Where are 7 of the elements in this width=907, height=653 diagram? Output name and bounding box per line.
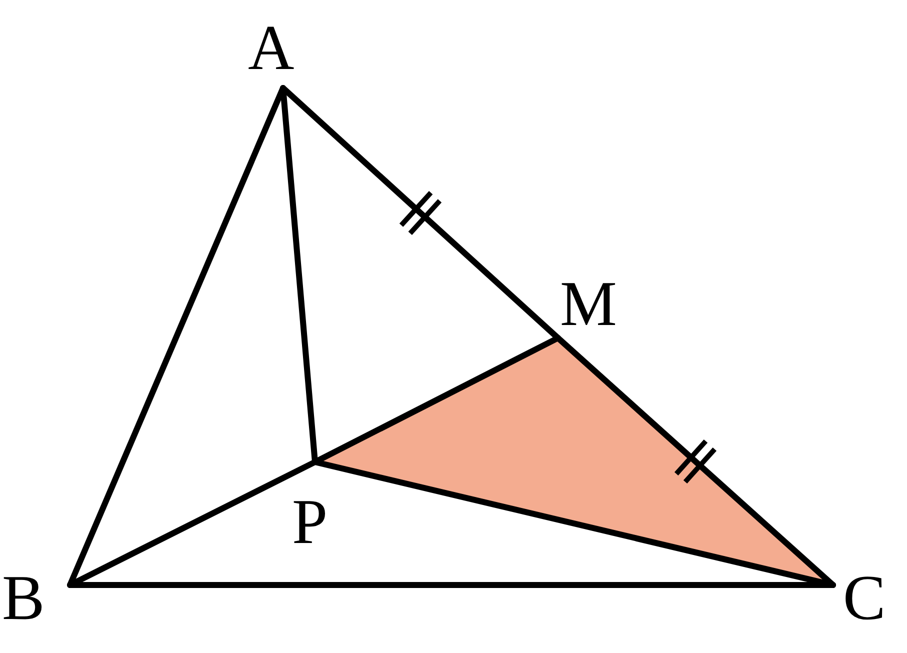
line-segment [67,459,318,588]
point-label: C [843,566,886,630]
point-label: A [248,16,294,80]
point-label: M [560,272,617,336]
point-label: P [292,490,328,554]
line-segment [312,459,836,588]
point-label: B [2,566,45,630]
